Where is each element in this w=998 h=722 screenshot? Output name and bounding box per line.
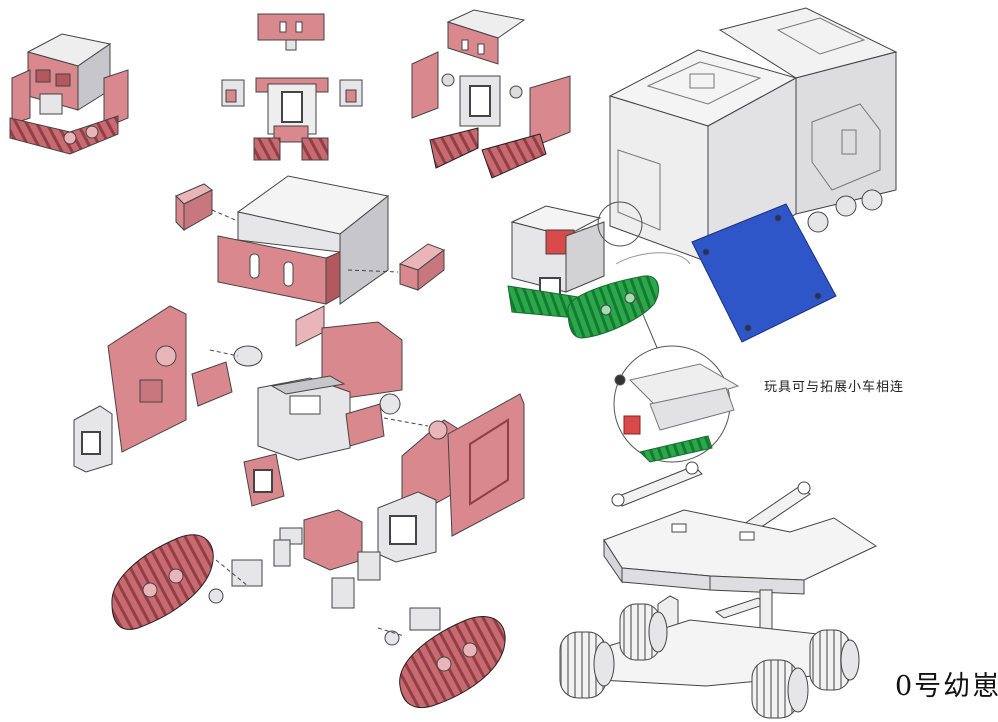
exploded-head <box>175 175 446 347</box>
flat-parts-layout <box>221 13 363 161</box>
connect-note-annotation: 玩具可与拓展小车相连 <box>764 380 905 395</box>
assembled-robot-view <box>9 33 129 155</box>
extension-car-view <box>559 461 878 719</box>
partial-assembly-view <box>411 9 571 179</box>
detail-magnifier <box>613 345 740 463</box>
exploded-chassis <box>111 509 506 708</box>
connection-view <box>507 7 898 351</box>
exploded-torso <box>73 305 525 563</box>
model-name-label: 0号幼崽 <box>895 671 998 702</box>
